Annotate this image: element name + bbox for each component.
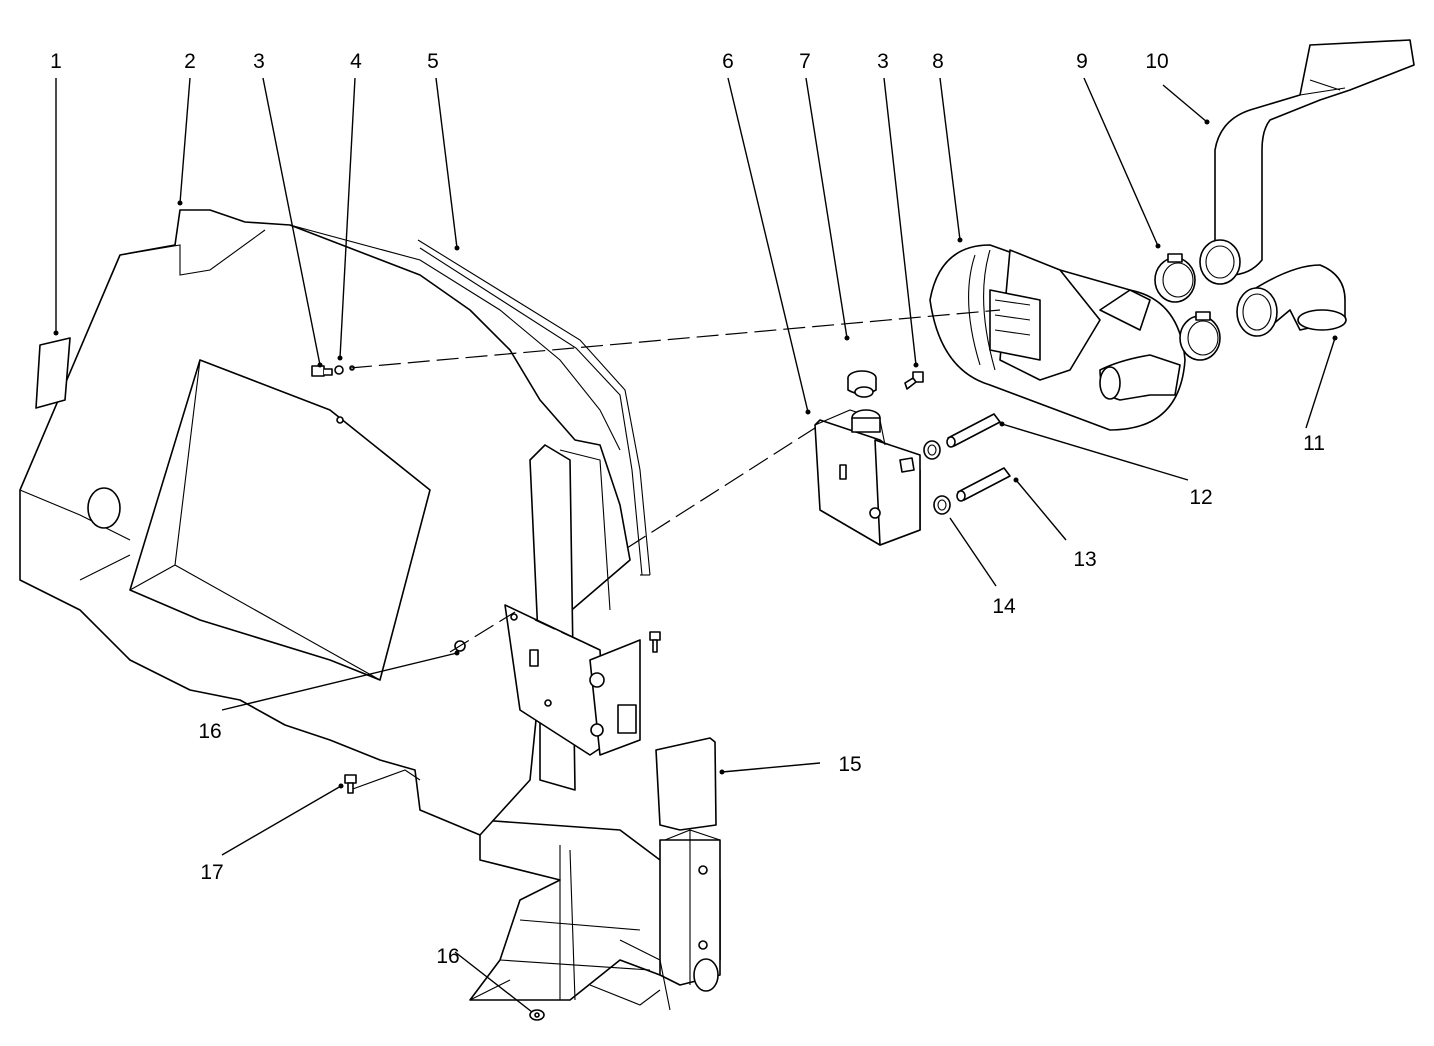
fasteners bbox=[311, 365, 661, 1021]
callout-2: 2 bbox=[184, 50, 196, 73]
callout-14: 14 bbox=[992, 595, 1016, 618]
bolt-17 bbox=[344, 774, 357, 784]
callout-17: 17 bbox=[200, 861, 223, 884]
callout-3: 3 bbox=[253, 50, 265, 73]
callout-7: 7 bbox=[799, 50, 811, 73]
reservoir-tank bbox=[814, 409, 921, 546]
callout-13: 13 bbox=[1073, 548, 1096, 571]
callout-8: 8 bbox=[932, 50, 944, 73]
leader-lines bbox=[55, 77, 1336, 1013]
callout-4: 4 bbox=[350, 50, 362, 73]
seal-strip bbox=[417, 239, 651, 576]
hose-clamps bbox=[1154, 253, 1221, 361]
callout-6: 6 bbox=[722, 50, 734, 73]
foam-block bbox=[655, 737, 717, 831]
callout-5: 5 bbox=[427, 50, 439, 73]
decal bbox=[35, 337, 71, 409]
alignment-lines bbox=[349, 309, 1001, 653]
bolt-3a bbox=[311, 365, 325, 377]
callout-3-second: 3 bbox=[877, 50, 889, 73]
filler-cap bbox=[847, 370, 877, 398]
callout-11: 11 bbox=[1303, 432, 1325, 455]
intake-hose bbox=[1199, 39, 1415, 285]
callout-16-second: 16 bbox=[436, 945, 459, 968]
callout-10: 10 bbox=[1145, 50, 1168, 73]
bolt-3b bbox=[904, 371, 924, 390]
callout-9: 9 bbox=[1076, 50, 1088, 73]
callout-1: 1 bbox=[50, 50, 62, 73]
callout-16: 16 bbox=[198, 720, 221, 743]
callout-12: 12 bbox=[1189, 486, 1212, 509]
air-cleaner bbox=[929, 244, 1186, 431]
leader-dots bbox=[53, 119, 1338, 789]
mounting-bracket bbox=[504, 604, 641, 756]
engine-shroud bbox=[19, 209, 631, 836]
small-hoses bbox=[923, 413, 1011, 515]
callout-15: 15 bbox=[838, 753, 861, 776]
frame-hitch bbox=[469, 819, 721, 1011]
callout-labels: 1 2 3 4 5 6 7 3 8 9 10 11 12 13 14 15 16… bbox=[50, 50, 1325, 968]
washer-4 bbox=[334, 365, 344, 375]
elbow-hose bbox=[1236, 264, 1347, 337]
